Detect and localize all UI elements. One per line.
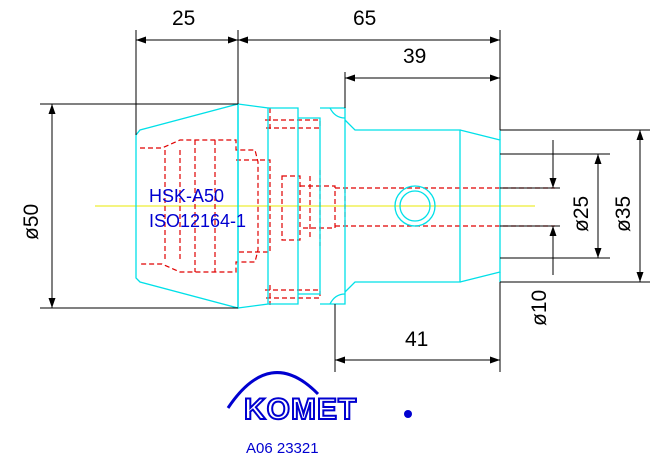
part-code: A06 23321 — [246, 440, 319, 457]
dim-65-top: 65 — [353, 7, 376, 30]
dim-25-top: 25 — [172, 7, 195, 30]
logo-brand-text: KOMET — [244, 393, 357, 426]
hidden-lines — [140, 108, 555, 305]
spec-label-line1: HSK-A50 — [149, 186, 224, 206]
dimension-lines — [40, 30, 650, 372]
dim-39: 39 — [403, 45, 426, 68]
dim-dia10: ø10 — [528, 290, 551, 326]
dim-dia50: ø50 — [20, 204, 43, 240]
dim-dia35: ø35 — [612, 196, 635, 232]
dim-dia25: ø25 — [570, 196, 593, 232]
registered-mark-icon — [404, 410, 412, 418]
komet-logo: KOMET — [226, 371, 412, 427]
spec-label-line2: ISO12164-1 — [149, 211, 246, 231]
dim-41-bottom: 41 — [405, 328, 428, 351]
